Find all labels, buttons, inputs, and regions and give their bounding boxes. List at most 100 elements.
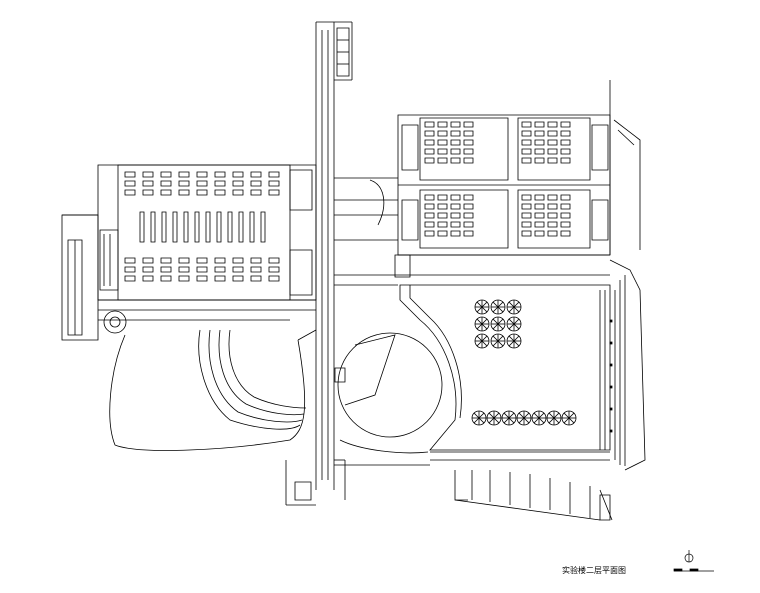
seat: [451, 204, 460, 209]
seat: [561, 195, 570, 200]
seat: [535, 131, 544, 136]
seat: [535, 140, 544, 145]
seat: [438, 231, 447, 236]
seat: [464, 213, 473, 218]
seat: [233, 258, 243, 263]
seat: [251, 267, 261, 272]
seat: [161, 190, 171, 195]
connector-links: [334, 178, 610, 285]
seat: [215, 258, 225, 263]
seat: [535, 231, 544, 236]
column-marker: [610, 320, 612, 322]
central-corridor: [286, 22, 352, 505]
seat: [215, 190, 225, 195]
seat: [197, 267, 207, 272]
seat: [451, 158, 460, 163]
seat: [228, 212, 232, 242]
seat: [561, 158, 570, 163]
seat: [451, 149, 460, 154]
seat: [197, 172, 207, 177]
seat: [425, 195, 434, 200]
seat: [438, 222, 447, 227]
seat: [535, 195, 544, 200]
seat: [173, 212, 177, 242]
seat: [425, 149, 434, 154]
seat: [239, 212, 243, 242]
seat: [425, 140, 434, 145]
column-marker: [610, 386, 612, 388]
seat: [179, 276, 189, 281]
seat: [451, 131, 460, 136]
north-arrow-icon: [685, 550, 693, 562]
seat: [464, 131, 473, 136]
seat: [548, 222, 557, 227]
seat: [522, 140, 531, 145]
seat: [251, 172, 261, 177]
seat: [179, 267, 189, 272]
drawing-title: 实验楼二层平面图: [562, 566, 626, 575]
seat: [197, 258, 207, 263]
atrium-hall: [334, 285, 610, 465]
seat: [464, 158, 473, 163]
seat: [451, 122, 460, 127]
seat: [143, 276, 153, 281]
seat: [438, 213, 447, 218]
seat: [561, 213, 570, 218]
seat: [535, 213, 544, 218]
seat: [143, 172, 153, 177]
column-marker: [610, 408, 612, 410]
seat: [125, 190, 135, 195]
seat: [464, 195, 473, 200]
seat: [161, 181, 171, 186]
seat: [548, 231, 557, 236]
seat: [438, 204, 447, 209]
seat: [561, 122, 570, 127]
seat: [451, 213, 460, 218]
seat: [425, 231, 434, 236]
seat: [548, 213, 557, 218]
seat: [451, 195, 460, 200]
landscape-contours: [110, 330, 316, 450]
seat: [548, 195, 557, 200]
seat: [195, 212, 199, 242]
seat: [261, 212, 265, 242]
seat: [561, 131, 570, 136]
seat: [464, 222, 473, 227]
seat: [161, 276, 171, 281]
seat: [251, 258, 261, 263]
seat: [464, 122, 473, 127]
column-markers: [610, 320, 612, 432]
seat: [425, 131, 434, 136]
seat: [197, 190, 207, 195]
seat: [464, 204, 473, 209]
seat: [522, 122, 531, 127]
seat: [179, 172, 189, 177]
seat: [233, 181, 243, 186]
circular-hall: [338, 333, 442, 437]
seat: [438, 195, 447, 200]
seat: [143, 181, 153, 186]
seat: [522, 149, 531, 154]
seat: [535, 204, 544, 209]
seat: [464, 140, 473, 145]
seat: [548, 204, 557, 209]
seat: [269, 190, 279, 195]
seat: [215, 172, 225, 177]
lecture-hall-seating: [125, 172, 279, 281]
seat: [250, 212, 254, 242]
seat: [561, 204, 570, 209]
spiral-stair: [104, 311, 126, 333]
seat: [233, 190, 243, 195]
west-stair-block: [62, 215, 98, 340]
seat: [561, 222, 570, 227]
tree-clusters: [472, 300, 576, 425]
seat: [215, 181, 225, 186]
seat: [548, 149, 557, 154]
seat: [233, 267, 243, 272]
seat: [425, 222, 434, 227]
seat: [161, 258, 171, 263]
seat: [179, 181, 189, 186]
seat: [125, 172, 135, 177]
left-wing-lecture-hall: [98, 165, 316, 333]
